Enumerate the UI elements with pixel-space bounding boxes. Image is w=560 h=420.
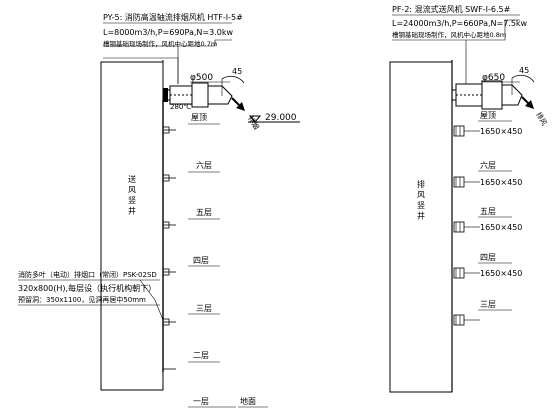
left-floor-5: 五层: [196, 208, 212, 217]
left-outlet-elbow: [221, 85, 233, 105]
right-grille-roof: 1650×450: [480, 127, 522, 136]
left-arrow-head: [236, 102, 245, 111]
left-duct-dia: φ500: [190, 73, 213, 83]
right-floors: 屋顶 1650×450 六层 1650×450 五层 1650×450 四层 1…: [453, 111, 522, 326]
right-grille-5: 1650×450: [480, 223, 522, 232]
right-shaft-label: 排 风 竖 井: [417, 179, 426, 221]
left-inlet-leader: [139, 279, 164, 321]
right-fan-spec2: 槽钢基础现场制作，风机中心距地0.8m: [392, 30, 506, 39]
left-fan-leader-top: [103, 39, 232, 47]
right-floor-4: 四层: [480, 253, 496, 262]
right-angle: 45: [519, 66, 529, 75]
left-shaft-label: 送 风 竖 井: [128, 174, 137, 216]
right-floor-6: 六层: [480, 160, 496, 170]
left-floor-4: 四层: [193, 256, 209, 265]
left-floor-3: 三层: [196, 304, 212, 313]
left-fire-damper: [163, 88, 168, 102]
left-elev-mark: [248, 115, 262, 123]
left-fan-motor: [191, 82, 209, 108]
left-fan-spec2: 槽钢基础现场制作，风机中心距地0.7m: [103, 39, 217, 48]
left-ground: 地面: [240, 396, 256, 406]
right-outlet-label: 排风: [534, 111, 549, 128]
right-grille-6: 1650×450: [480, 178, 522, 187]
right-arrow-head: [525, 100, 534, 109]
left-inlet-spec1: 320x800(H),每层设（执行机构朝下）: [18, 283, 156, 293]
right-duct-dia: φ650: [482, 73, 505, 83]
left-fan-spec1: L=8000m3/h,P=690Pa,N=3.0kw: [103, 28, 233, 37]
left-angle-arc: [221, 75, 245, 84]
left-fan-label: PY-5: 消防高温轴流排烟风机 HTF-I-5#: [103, 12, 243, 22]
left-inlet-spec2: 预留洞：350x1100，见洞再居中50mm: [18, 295, 146, 304]
right-fan-spec1: L=24000m3/h,P=660Pa,N=7.5kw: [392, 19, 528, 28]
left-elevation: 29.000: [265, 113, 297, 123]
left-shaft: [100, 61, 164, 391]
right-fan-connector: [452, 89, 456, 101]
right-floor-3: 三层: [480, 300, 496, 309]
right-grille-4: 1650×450: [480, 269, 522, 278]
left-floor-2: 二层: [193, 351, 209, 360]
left-angle: 45: [232, 67, 242, 76]
right-angle-arc: [511, 74, 535, 83]
left-fan-body: [169, 85, 193, 105]
right-fan-leader-top: [392, 19, 520, 41]
right-outlet-elbow: [511, 84, 523, 106]
right-floor-roof: 屋顶: [480, 111, 496, 120]
right-shaft: [389, 61, 453, 393]
left-floor-6: 六层: [196, 160, 212, 170]
right-floor-5: 五层: [480, 207, 496, 216]
left-floor-roof: 屋顶: [191, 113, 207, 122]
left-floors: 屋顶 六层 五层 四层 三层 二层 一层 地面: [162, 113, 268, 408]
right-fan-label: PF-2: 混流式送风机 SWF-I-6.5#: [392, 4, 511, 14]
right-fan-motor: [481, 80, 503, 110]
left-damper-temp: 280℃: [170, 103, 191, 111]
left-floor-1: 一层: [193, 397, 209, 406]
left-inlet-title: 消防多叶（电动）排烟口（常闭）PSK-02SD: [18, 270, 157, 279]
